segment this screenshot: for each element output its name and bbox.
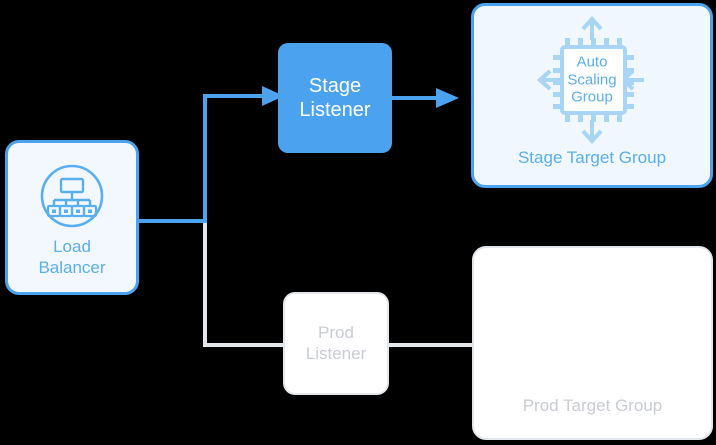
node-stage-target-group[interactable]: Auto Scaling Group Stage Target Group [471, 3, 713, 188]
load-balancer-hierarchy-icon [40, 164, 104, 228]
load-balancer-label-line-2: Balancer [38, 257, 106, 277]
node-label-stage-listener: Stage Listener [299, 74, 370, 123]
prod-listener-label-line-1: Prod [318, 322, 354, 342]
node-label-prod-target-group: Prod Target Group [522, 396, 663, 415]
load-balancer-label-line-1: Load [53, 236, 91, 256]
auto-scaling-chip-icon [537, 16, 644, 144]
node-stage-listener[interactable]: Stage Listener [278, 43, 392, 153]
arrowhead-to-stage-listener [262, 86, 284, 106]
node-label-prod-listener: Prod Listener [306, 323, 366, 364]
stage-listener-label-line-1: Stage [308, 74, 362, 97]
connector-load-balancer-to-stage-listener [139, 94, 262, 223]
node-prod-target-group[interactable]: Prod Target Group [472, 246, 713, 440]
auto-scaling-group-icon-wrap: Auto Scaling Group [517, 14, 667, 146]
stage-listener-label-line-2: Listener [299, 99, 371, 121]
node-label-load-balancer: Load Balancer [38, 237, 105, 278]
node-prod-listener[interactable]: Prod Listener [283, 292, 389, 395]
prod-listener-label-line-2: Listener [305, 343, 367, 363]
node-load-balancer[interactable]: Load Balancer [5, 140, 139, 295]
connector-load-balancer-to-prod-listener [203, 221, 283, 347]
arrowhead-to-stage-target-group [436, 88, 459, 108]
node-label-stage-target-group: Stage Target Group [517, 148, 667, 167]
